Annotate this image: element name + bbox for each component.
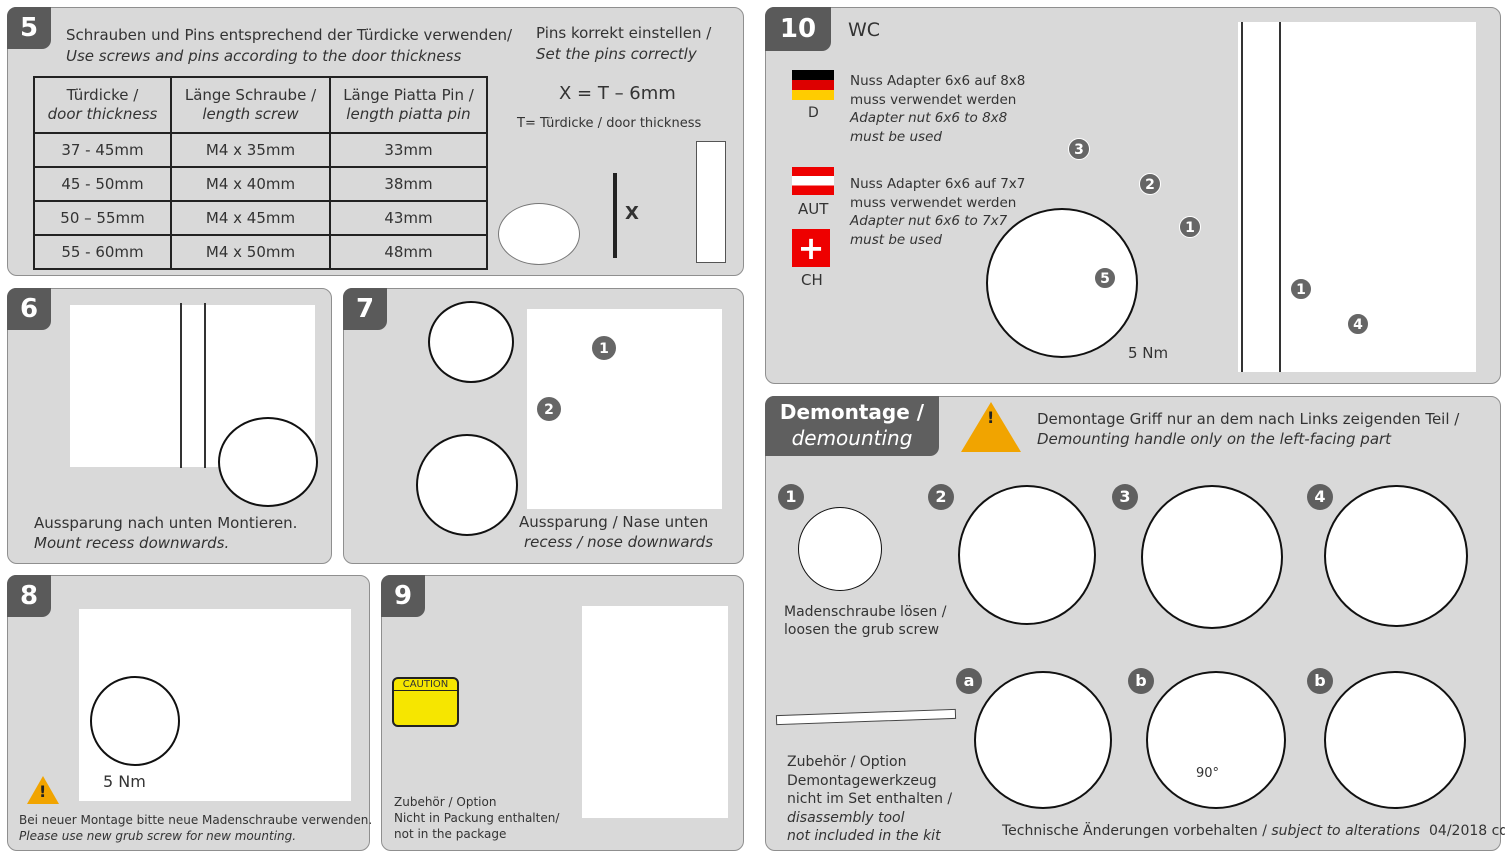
step3-circle bbox=[1141, 485, 1283, 629]
callout-2: 2 bbox=[1139, 173, 1161, 195]
detail-circle-bottom bbox=[416, 434, 518, 536]
x-label: X bbox=[625, 203, 639, 224]
torque-label: 5 Nm bbox=[1128, 344, 1169, 362]
col-header: Länge Schraube /length screw bbox=[170, 76, 331, 134]
step-7-panel: 7 1 2 Aussparung / Nase unten recess / n… bbox=[343, 288, 744, 564]
step-title: WC bbox=[848, 19, 881, 41]
callout-5: 5 bbox=[1094, 267, 1116, 289]
step-b-circle bbox=[1146, 671, 1286, 809]
instruction-en: recess / nose downwards bbox=[524, 533, 714, 551]
caution-label: CAUTION bbox=[392, 677, 459, 727]
note-en: Please use new grub screw for new mounti… bbox=[19, 829, 297, 843]
screw-length-table: Türdicke /door thickness Länge Schraube … bbox=[33, 76, 488, 270]
step-9-panel: 9 CAUTION Zubehör / Option Nicht in Pack… bbox=[381, 575, 744, 851]
instruction-de: Aussparung nach unten Montieren. bbox=[34, 514, 298, 532]
demount-step-3: 3 bbox=[1112, 484, 1138, 510]
rosette-illustration bbox=[498, 203, 580, 265]
demount-step-a: a bbox=[956, 668, 982, 694]
demount-step-1: 1 bbox=[778, 484, 804, 510]
tool-illustration bbox=[582, 606, 728, 818]
step-6-panel: 6 Aussparung nach unten Montieren. Mount… bbox=[7, 288, 332, 564]
step-a-circle bbox=[974, 671, 1112, 809]
step-title-en: Use screws and pins according to the doo… bbox=[66, 47, 462, 65]
country-code: AUT bbox=[798, 200, 829, 218]
caution-text: CAUTION bbox=[394, 679, 457, 691]
disassembly-tool-illustration bbox=[775, 708, 957, 726]
country-code: CH bbox=[801, 271, 823, 289]
warning-de: Demontage Griff nur an dem nach Links ze… bbox=[1037, 410, 1460, 428]
formula: X = T – 6mm bbox=[559, 83, 676, 104]
angle-label: 90° bbox=[1196, 766, 1220, 781]
step-number: 7 bbox=[343, 288, 387, 330]
step-number: 9 bbox=[381, 575, 425, 617]
warning-icon bbox=[27, 776, 59, 804]
table-header-row: Türdicke /door thickness Länge Schraube … bbox=[33, 76, 488, 134]
germany-flag-icon bbox=[792, 70, 834, 100]
height-arrow bbox=[613, 173, 617, 258]
callout-1: 1 bbox=[1179, 216, 1201, 238]
callout-4: 4 bbox=[1347, 313, 1369, 335]
step-number: 6 bbox=[7, 288, 51, 330]
torque-label: 5 Nm bbox=[103, 772, 146, 791]
detail-circle-top bbox=[428, 301, 514, 383]
note-de: Nicht in Packung enthalten/ bbox=[394, 811, 560, 825]
door-edge bbox=[180, 303, 206, 468]
step-number: 10 bbox=[765, 7, 831, 51]
demount-step-b: b bbox=[1307, 668, 1333, 694]
note-en: not in the package bbox=[394, 827, 507, 841]
step-8-panel: 8 5 Nm Bei neuer Montage bitte neue Made… bbox=[7, 575, 373, 851]
step1-de: Madenschraube lösen / bbox=[784, 604, 947, 620]
demount-step-b: b bbox=[1128, 668, 1154, 694]
warning-icon bbox=[961, 402, 1021, 452]
demount-title: Demontage /demounting bbox=[765, 396, 939, 456]
austria-flag-icon bbox=[792, 167, 834, 195]
instruction-de: Aussparung / Nase unten bbox=[519, 513, 709, 531]
accessory-label: Zubehör / Option bbox=[394, 795, 497, 809]
col-header: Länge Piatta Pin /length piatta pin bbox=[329, 76, 488, 134]
callout-1: 1 bbox=[591, 335, 617, 361]
detail-circle bbox=[986, 208, 1138, 358]
step4-circle bbox=[1324, 485, 1468, 627]
demounting-panel: Demontage /demounting Demontage Griff nu… bbox=[765, 396, 1505, 851]
pins-title-de: Pins korrekt einstellen / bbox=[536, 24, 712, 42]
callout-1: 1 bbox=[1290, 278, 1312, 300]
country-code: D bbox=[808, 105, 819, 121]
door-edge bbox=[1241, 22, 1281, 372]
title-de: Demontage / bbox=[779, 400, 925, 424]
demount-step-2: 2 bbox=[928, 484, 954, 510]
pins-title-en: Set the pins correctly bbox=[536, 45, 697, 63]
callout-3: 3 bbox=[1068, 138, 1090, 160]
col-header: Türdicke /door thickness bbox=[33, 76, 172, 134]
step2-circle bbox=[958, 485, 1096, 625]
detail-circle bbox=[90, 676, 180, 766]
instruction-en: Mount recess downwards. bbox=[34, 534, 230, 552]
detail-circle bbox=[218, 417, 318, 507]
demount-step-4: 4 bbox=[1307, 484, 1333, 510]
formula-note: T= Türdicke / door thickness bbox=[517, 116, 702, 131]
warning-en: Demounting handle only on the left-facin… bbox=[1037, 430, 1392, 448]
step1-circle bbox=[798, 507, 882, 591]
ruler-illustration bbox=[696, 141, 726, 263]
step-b2-circle bbox=[1324, 671, 1466, 809]
step-title-de: Schrauben und Pins entsprechend der Türd… bbox=[66, 26, 513, 44]
step-number: 5 bbox=[7, 7, 51, 49]
title-en: demounting bbox=[791, 426, 913, 450]
step1-en: loosen the grub screw bbox=[784, 622, 940, 638]
footer-note: Technische Änderungen vorbehalten / subj… bbox=[1002, 823, 1505, 839]
note-de: Bei neuer Montage bitte neue Madenschrau… bbox=[19, 813, 373, 827]
step-number: 8 bbox=[7, 575, 51, 617]
switzerland-flag-icon: + bbox=[792, 229, 830, 267]
callout-2: 2 bbox=[536, 396, 562, 422]
